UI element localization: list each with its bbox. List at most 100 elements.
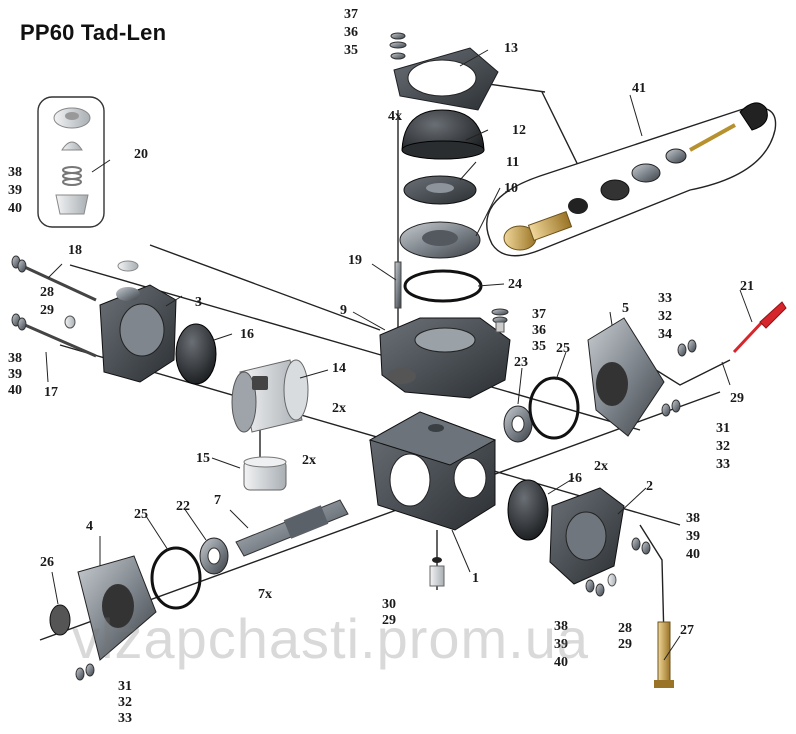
label-35-right: 35 xyxy=(532,339,546,354)
label-38-d: 38 xyxy=(554,619,568,634)
part-20-detail-box xyxy=(37,96,105,228)
label-part-23: 23 xyxy=(514,355,528,370)
part-9-pump-head xyxy=(379,317,511,399)
label-part-15: 15 xyxy=(196,451,210,466)
multiplier-2x-a: 2x xyxy=(332,401,346,416)
label-29-a: 29 xyxy=(40,303,54,318)
label-38-a: 38 xyxy=(8,165,22,180)
label-part-9: 9 xyxy=(340,303,347,318)
label-part-19: 19 xyxy=(348,253,362,268)
part-5-bearing-housing xyxy=(587,317,665,437)
part-19-stud xyxy=(394,261,402,309)
label-36-right: 36 xyxy=(532,323,546,338)
label-part-22: 22 xyxy=(176,499,190,514)
label-31-a: 31 xyxy=(716,421,730,436)
label-part-5: 5 xyxy=(622,301,629,316)
label-part-4: 4 xyxy=(86,519,93,534)
part-16-membrane-right xyxy=(507,479,549,541)
washer-stack-top xyxy=(389,32,407,60)
part-3-front-cover xyxy=(99,284,177,383)
part-12-diaphragm-dome xyxy=(401,109,485,160)
label-part-41: 41 xyxy=(632,81,646,96)
multiplier-4x: 4x xyxy=(388,109,402,124)
label-29-b: 29 xyxy=(618,637,632,652)
label-37-right: 37 xyxy=(532,307,546,322)
washer-stack-right xyxy=(491,308,509,333)
label-part-27: 27 xyxy=(680,623,694,638)
multiplier-7x: 7x xyxy=(258,587,272,602)
part-22-bearing xyxy=(199,537,229,575)
multiplier-2x-b: 2x xyxy=(302,453,316,468)
label-31-b: 31 xyxy=(118,679,132,694)
label-32-a: 32 xyxy=(658,309,672,324)
label-39-c: 39 xyxy=(686,529,700,544)
label-part-25-left: 25 xyxy=(134,507,148,522)
part-21-needle xyxy=(732,301,787,354)
label-part-24: 24 xyxy=(508,277,522,292)
label-34-a: 34 xyxy=(658,327,672,342)
label-part-16-right: 16 xyxy=(568,471,582,486)
label-40-c: 40 xyxy=(686,547,700,562)
hardware-washers xyxy=(11,255,697,681)
label-part-7: 7 xyxy=(214,493,221,508)
label-part-21: 21 xyxy=(740,279,754,294)
label-28-a: 28 xyxy=(40,285,54,300)
label-39-b: 39 xyxy=(8,367,22,382)
part-25-o-ring-left xyxy=(150,546,202,610)
label-32-b: 32 xyxy=(716,439,730,454)
label-39-a: 39 xyxy=(8,183,22,198)
label-35-top: 35 xyxy=(344,43,358,58)
part-41-valve-assembly xyxy=(486,102,777,257)
label-33-a: 33 xyxy=(658,291,672,306)
label-part-12: 12 xyxy=(512,123,526,138)
label-37-top: 37 xyxy=(344,7,358,22)
label-39-d: 39 xyxy=(554,637,568,652)
watermark-text: vlzapchasti.prom.ua xyxy=(72,607,590,670)
part-14-piston xyxy=(231,359,309,433)
part-23-bearing xyxy=(503,405,533,443)
part-25-o-ring-right xyxy=(528,376,580,440)
label-29-c: 29 xyxy=(382,613,396,628)
label-part-11: 11 xyxy=(506,155,519,170)
page-title: PP60 Tad-Len xyxy=(20,20,167,45)
label-part-25-right: 25 xyxy=(556,341,570,356)
label-part-16-left: 16 xyxy=(240,327,254,342)
part-number-labels: 1 2 3 4 5 7 9 10 11 12 13 14 15 16 16 17… xyxy=(8,7,754,726)
label-part-1: 1 xyxy=(472,571,479,586)
label-40-a: 40 xyxy=(8,201,22,216)
part-16-membrane-left xyxy=(175,323,217,385)
multiplier-2x-c: 2x xyxy=(594,459,608,474)
label-40-b: 40 xyxy=(8,383,22,398)
label-part-17: 17 xyxy=(44,385,58,400)
label-33-c: 33 xyxy=(118,711,132,726)
label-32-c: 32 xyxy=(118,695,132,710)
part-7-crankshaft xyxy=(235,499,349,557)
leader-lines xyxy=(45,49,753,661)
part-10-valve-plate xyxy=(399,221,481,259)
part-1-pump-body xyxy=(368,411,497,531)
label-38-c: 38 xyxy=(686,511,700,526)
part-27-bolt xyxy=(654,621,674,688)
label-part-20: 20 xyxy=(134,147,148,162)
part-20-valve-left xyxy=(117,260,139,272)
part-11-disk xyxy=(403,175,477,205)
label-part-2: 2 xyxy=(646,479,653,494)
label-part-13: 13 xyxy=(504,41,518,56)
label-40-d: 40 xyxy=(554,655,568,670)
part-15-piston-pin xyxy=(243,456,287,491)
label-part-10: 10 xyxy=(504,181,518,196)
part-2-rear-cover xyxy=(549,487,625,585)
label-36-top: 36 xyxy=(344,25,358,40)
part-13-flange xyxy=(393,47,499,111)
label-part-18: 18 xyxy=(68,243,82,258)
label-28-b: 28 xyxy=(618,621,632,636)
label-part-3: 3 xyxy=(195,295,202,310)
part-30-drain-plug xyxy=(429,557,445,587)
part-4-bearing-housing xyxy=(77,555,157,661)
label-part-26: 26 xyxy=(40,555,54,570)
part-17-18-bolts xyxy=(17,262,97,358)
label-33-b: 33 xyxy=(716,457,730,472)
part-24-o-ring xyxy=(403,269,483,303)
part-26-seal xyxy=(49,604,71,636)
